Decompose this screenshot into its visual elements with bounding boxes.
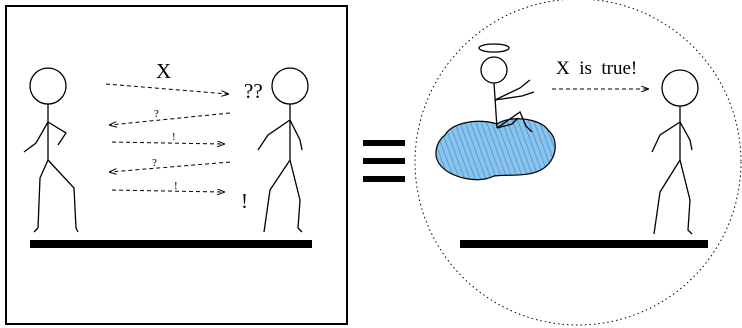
interactive-proof-panel: X ?? ? ! ? ! ! bbox=[5, 5, 348, 325]
response-arrow-1 bbox=[111, 142, 224, 144]
response-arrow-2 bbox=[111, 190, 224, 192]
question-label-2: ? bbox=[152, 157, 157, 169]
angel-figure bbox=[478, 43, 535, 133]
left-panel-frame bbox=[5, 5, 348, 325]
verifier-figure bbox=[257, 67, 309, 233]
cloud-icon bbox=[435, 118, 556, 181]
oracle-panel: X is true! bbox=[414, 0, 742, 326]
answer-label-2: ! bbox=[174, 180, 178, 192]
exclamation-label: ! bbox=[241, 189, 248, 213]
truth-statement: X is true! bbox=[556, 58, 637, 79]
confusion-label: ?? bbox=[244, 79, 263, 103]
dotted-circle-frame bbox=[414, 0, 742, 326]
question-label-1: ? bbox=[154, 108, 159, 120]
left-ground bbox=[30, 240, 312, 248]
right-ground bbox=[460, 240, 708, 248]
listener-figure bbox=[651, 69, 699, 235]
halo-icon bbox=[478, 43, 510, 53]
message-arrows bbox=[105, 83, 231, 192]
prover-figure bbox=[23, 67, 79, 233]
statement-label: X bbox=[156, 59, 171, 83]
statement-arrow bbox=[105, 83, 228, 94]
challenge-arrow-2 bbox=[110, 161, 231, 172]
equivalence-symbol: ≡ bbox=[363, 140, 405, 182]
answer-label-1: ! bbox=[172, 131, 176, 143]
challenge-arrow-1 bbox=[110, 112, 231, 125]
